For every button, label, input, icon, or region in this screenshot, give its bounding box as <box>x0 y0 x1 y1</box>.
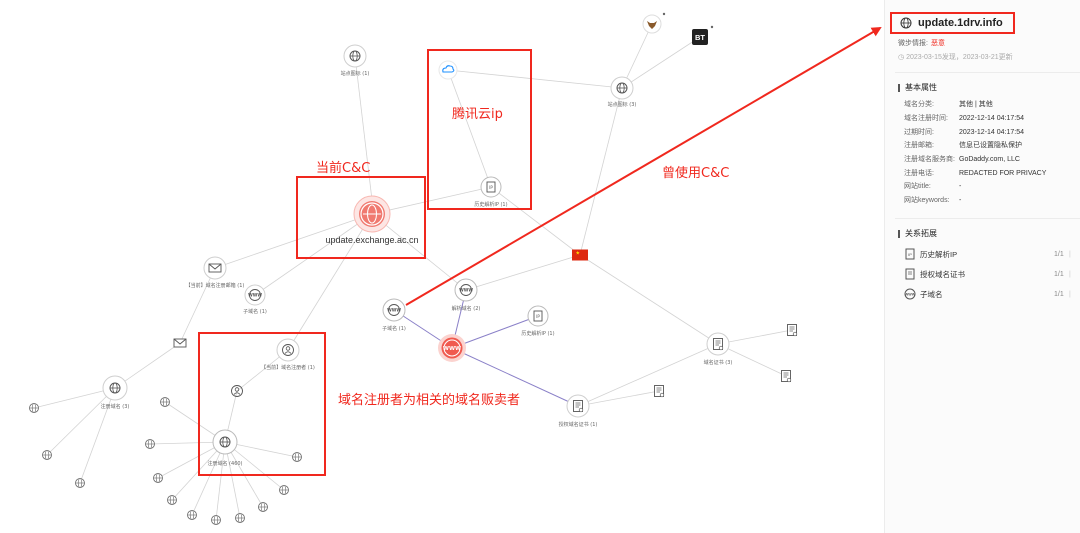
node-parent-domain[interactable] <box>454 278 478 302</box>
node-reg-domains-center[interactable] <box>212 429 238 455</box>
node-www-highlight[interactable]: WWW <box>438 334 466 362</box>
svg-text:IP: IP <box>536 314 540 319</box>
relation-label: 授权域名证书 <box>920 269 965 279</box>
divider <box>895 218 1080 219</box>
label-reg-domains-left: 注册域名 (3) <box>101 403 130 410</box>
node-site-icons-right[interactable] <box>610 76 634 100</box>
node-cert-bottom[interactable] <box>566 394 590 418</box>
label-subdomain-center: 子域名 (1) <box>382 325 406 332</box>
node-site-icons-top[interactable] <box>343 44 367 68</box>
node-cert-right[interactable] <box>706 332 730 356</box>
panel-title-box[interactable]: update.1drv.info <box>890 12 1015 34</box>
label-reg-email: 【当前】域名注册邮箱 (1) <box>186 282 245 289</box>
section-relations: 关系拓展 <box>898 228 937 239</box>
note-registrant: 域名注册者为相关的域名贩卖者 <box>338 392 520 408</box>
cloud-icon[interactable] <box>438 60 458 80</box>
node-subdomain-left[interactable] <box>244 284 266 306</box>
node-reg-email[interactable] <box>203 256 227 280</box>
section-basic: 基本属性 <box>898 82 937 93</box>
node-main-domain[interactable] <box>353 195 391 233</box>
bt-logo-icon[interactable]: BT <box>692 29 708 45</box>
label-subdomain-left: 子域名 (1) <box>243 308 267 315</box>
cn-flag-icon[interactable]: ★ <box>572 249 588 261</box>
threat-label: 微步情报: <box>898 40 928 47</box>
node-hist-ip-top[interactable]: IP <box>480 176 502 198</box>
label-parent-domain: 解析域名 (2) <box>452 305 481 312</box>
relation-label: 历史解析IP <box>920 249 958 259</box>
kv-row: 域名分类:其他 | 其他 <box>904 101 993 108</box>
clock-icon: ◷ <box>898 54 905 61</box>
relation-count: 1/1 <box>1054 290 1064 298</box>
relation-label: 子域名 <box>920 289 943 299</box>
relation-count: 1/1 <box>1054 250 1064 258</box>
detail-panel: update.1drv.info 微步情报:恶意 ◷ 2023-03-15发现，… <box>884 0 1080 533</box>
kv-row: 注册域名服务商:GoDaddy.com, LLC <box>904 156 1020 163</box>
relation-cert[interactable]: 授权域名证书 1/1 | <box>904 265 1080 283</box>
www-icon: WWW <box>904 288 916 300</box>
dates-text: 2023-03-15发现，2023-03-21更新 <box>906 54 1013 61</box>
person-icon[interactable] <box>231 385 243 397</box>
graph-edges <box>33 23 793 521</box>
note-current-cc: 当前C&C <box>316 160 370 176</box>
arrow-used-cc <box>405 26 882 306</box>
label-main-domain: update.exchange.ac.cn <box>325 235 418 245</box>
node-reg-domains-left[interactable] <box>102 375 128 401</box>
kv-row: 注册电话:REDACTED FOR PRIVACY <box>904 170 1047 177</box>
label-cert-right: 域名证书 (3) <box>704 359 733 366</box>
ip-history-icon: IP <box>905 248 915 260</box>
svg-text:IP: IP <box>908 252 912 257</box>
label-reg-domains-center: 注册域名 (460) <box>207 460 242 467</box>
label-hist-ip-mid: 历史解析IP (1) <box>521 330 554 337</box>
annotation-boxes <box>198 49 532 476</box>
domain-leaf-icons[interactable] <box>29 397 302 525</box>
certificate-icon <box>905 268 915 280</box>
svg-text:BT: BT <box>695 33 705 42</box>
badge-dot <box>662 12 666 16</box>
node-subdomain-center[interactable] <box>382 298 406 322</box>
threat-value: 恶意 <box>930 40 945 47</box>
label-hist-ip-top: 历史解析IP (1) <box>474 201 507 208</box>
relation-subdomain[interactable]: WWW 子域名 1/1 | <box>904 288 1071 300</box>
svg-text:★: ★ <box>576 251 581 257</box>
kv-row: 域名注册时间:2022-12-14 04:17:54 <box>904 115 1024 122</box>
certificate-icon[interactable] <box>787 324 798 337</box>
svg-text:WWW: WWW <box>905 292 916 296</box>
kv-row: 过期时间:2023-12-14 04:17:54 <box>904 129 1024 136</box>
bull-logo-icon[interactable] <box>642 14 662 34</box>
relationship-graph[interactable]: WWW <box>0 0 884 533</box>
note-tencent-cloud-ip: 腾讯云ip <box>452 106 503 122</box>
label-site-icons-right: 站点图标 (3) <box>608 101 637 108</box>
globe-icon <box>900 17 912 29</box>
node-hist-ip-mid[interactable]: IP <box>527 305 549 327</box>
discovery-dates: ◷ 2023-03-15发现，2023-03-21更新 <box>898 52 1013 62</box>
label-cert-bottom: 授权域名证书 (1) <box>559 421 598 428</box>
label-site-icons-top: 站点图标 (1) <box>341 70 370 77</box>
kv-row: 注册邮箱:信息已设置隐私保护 <box>904 142 1022 149</box>
badge-dot <box>710 25 714 29</box>
kv-row: 网站keywords:- <box>904 197 962 204</box>
graph-edges-purple <box>393 289 579 407</box>
node-registrant[interactable] <box>276 338 300 362</box>
certificate-icon[interactable] <box>781 370 792 383</box>
label-registrant: 【当前】域名注册者 (1) <box>261 364 315 371</box>
threat-intel: 微步情报:恶意 <box>898 38 945 48</box>
divider <box>895 72 1080 73</box>
relation-hist-ip[interactable]: IP 历史解析IP 1/1 | <box>904 245 1080 263</box>
relation-count: 1/1 <box>1054 270 1064 278</box>
svg-text:WWW: WWW <box>443 346 461 352</box>
panel-title: update.1drv.info <box>918 17 1003 29</box>
kv-row: 网站title:- <box>904 183 962 190</box>
envelope-icon[interactable] <box>173 338 187 348</box>
note-used-cc: 曾使用C&C <box>662 165 729 181</box>
svg-text:IP: IP <box>489 185 493 190</box>
certificate-icon[interactable] <box>654 385 665 398</box>
